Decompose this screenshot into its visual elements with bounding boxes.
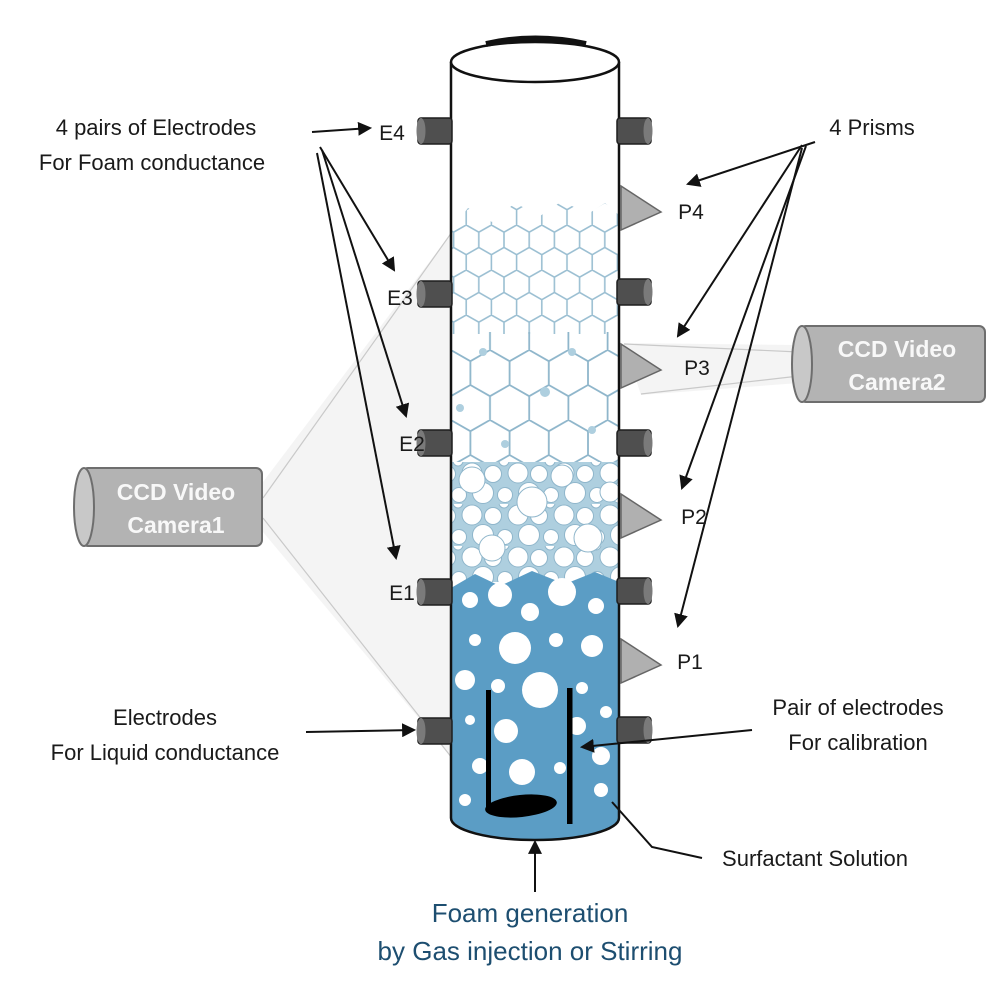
electrode-pairs-left xyxy=(416,117,453,745)
foam-large-bubbles xyxy=(458,464,619,562)
electrode-e2-left xyxy=(416,429,453,457)
label-liquid-electrodes-line1: Electrodes xyxy=(113,705,217,730)
label-e4: E4 xyxy=(379,122,405,145)
surfactant-pointer-line xyxy=(611,801,703,859)
label-p4: P4 xyxy=(678,201,704,224)
label-p3: P3 xyxy=(684,357,710,380)
camera2: CCD Video Camera2 xyxy=(791,325,986,403)
electrode-e4-right xyxy=(616,117,653,145)
electrode-e4-left xyxy=(416,117,453,145)
label-p1: P1 xyxy=(677,651,703,674)
camera1-label-line2: Camera1 xyxy=(127,512,224,538)
label-liquid-electrodes-line2: For Liquid conductance xyxy=(51,740,280,765)
camera1: CCD Video Camera1 xyxy=(73,467,263,547)
camera1-view-beam xyxy=(262,231,453,759)
internal-electrode-left xyxy=(486,690,491,808)
camera2-label-line1: CCD Video xyxy=(838,336,956,362)
arrow-to-liquid-electrode xyxy=(305,723,417,738)
camera1-label-line1: CCD Video xyxy=(117,479,235,505)
label-foam-electrodes-line2: For Foam conductance xyxy=(39,150,265,175)
annotations: 4 pairs of Electrodes For Foam conductan… xyxy=(39,115,944,966)
label-surfactant: Surfactant Solution xyxy=(722,846,908,871)
arrow-to-p3 xyxy=(676,144,803,338)
label-calibration-line2: For calibration xyxy=(788,730,927,755)
arrow-to-e4 xyxy=(311,121,373,136)
arrow-to-e2 xyxy=(321,149,410,419)
label-foam-electrodes-line1: 4 pairs of Electrodes xyxy=(56,115,257,140)
column-top-cap xyxy=(485,35,587,47)
electrode-e1-right xyxy=(616,577,653,605)
liquid-bubbles xyxy=(455,578,612,806)
arrow-to-e1 xyxy=(316,152,401,561)
label-e2: E2 xyxy=(399,433,425,456)
stirrer-bar xyxy=(485,794,557,818)
label-calibration-line1: Pair of electrodes xyxy=(772,695,943,720)
column-top-rim xyxy=(449,40,621,84)
label-foam-generation-line1: Foam generation xyxy=(432,898,629,928)
prism-p2 xyxy=(620,492,663,540)
electrode-e1-left xyxy=(416,578,453,606)
column-contents xyxy=(451,201,619,840)
arrow-to-p1 xyxy=(674,147,803,629)
electrode-e3-right xyxy=(616,278,653,306)
arrow-to-p2 xyxy=(679,145,807,490)
electrode-e2-right xyxy=(616,429,653,457)
foam-liquid-pockets xyxy=(456,348,596,448)
arrow-to-e3 xyxy=(319,146,396,272)
electrode-liquid-left xyxy=(416,717,453,745)
arrow-to-calibration-electrodes xyxy=(579,729,753,753)
foam-zone-large-cells xyxy=(451,332,619,464)
prism-p4 xyxy=(620,184,663,232)
arrow-to-p4 xyxy=(686,141,816,187)
label-e3: E3 xyxy=(387,287,413,310)
label-foam-generation-line2: by Gas injection or Stirring xyxy=(378,936,683,966)
prisms xyxy=(620,184,663,685)
label-e1: E1 xyxy=(389,582,415,605)
label-prisms-title: 4 Prisms xyxy=(829,115,915,140)
foam-zone-small-cells xyxy=(451,201,619,334)
camera2-label-line2: Camera2 xyxy=(848,369,945,395)
label-p2: P2 xyxy=(681,506,707,529)
prism-p1 xyxy=(620,637,663,685)
electrode-liquid-right xyxy=(616,716,653,744)
prism-p3 xyxy=(620,342,663,390)
internal-electrode-right xyxy=(567,688,573,824)
annotation-arrows xyxy=(305,121,816,892)
electrode-pairs-right xyxy=(616,117,653,744)
electrode-e3-left xyxy=(416,280,453,308)
